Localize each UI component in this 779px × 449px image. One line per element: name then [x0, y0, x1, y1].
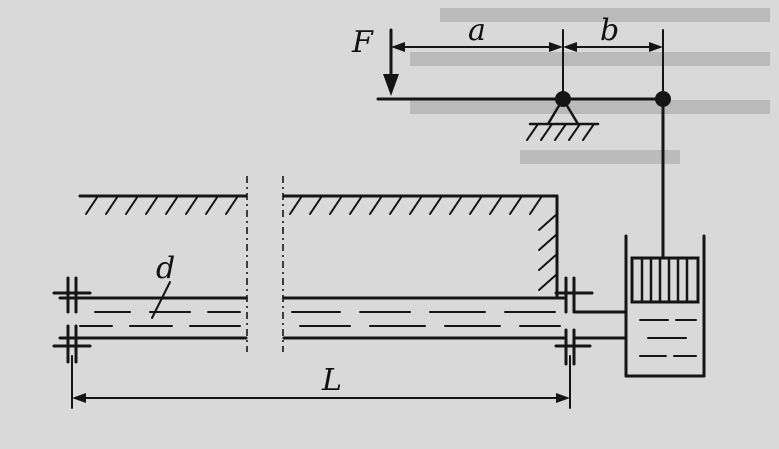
pivot-support: [526, 91, 600, 141]
dim-b-arrow-right: [649, 42, 663, 52]
dim-b-label: b: [600, 13, 619, 48]
dimension-length: [71, 355, 571, 409]
bleed-line-2: [410, 52, 770, 66]
dimension-a-b: [390, 29, 664, 93]
ceiling-and-wall: [78, 194, 559, 300]
dim-b-arrow-left: [563, 42, 577, 52]
pipe: [52, 176, 628, 366]
bleed-line-3: [410, 100, 770, 114]
piston-ribs: [640, 256, 689, 304]
dim-a-arrow-right: [549, 42, 563, 52]
ceiling-hatch-left: [85, 195, 239, 215]
bleed-line-4: [520, 150, 680, 164]
force-label: F: [351, 25, 374, 60]
tank-liquid: [639, 319, 697, 357]
pipe-liquid: [79, 311, 561, 327]
dim-l-arrow-left: [72, 393, 86, 403]
ceiling-hatch-right: [289, 195, 543, 215]
force-arrow-head: [383, 74, 399, 96]
left-flange: [52, 276, 92, 364]
pivot-triangle: [546, 96, 580, 126]
bleed-line-1: [440, 8, 770, 22]
dim-l-arrow-right: [556, 393, 570, 403]
diameter-label: d: [156, 251, 175, 286]
tank: [624, 234, 706, 378]
wall-hatch: [538, 213, 558, 291]
background-bleed-through: [410, 8, 770, 164]
right-flange: [554, 276, 594, 366]
length-label: L: [321, 363, 342, 398]
dim-a-label: a: [468, 13, 486, 48]
dim-a-arrow-left: [391, 42, 405, 52]
diameter-leader: [151, 281, 171, 319]
pivot-ground-hatch: [526, 123, 595, 141]
